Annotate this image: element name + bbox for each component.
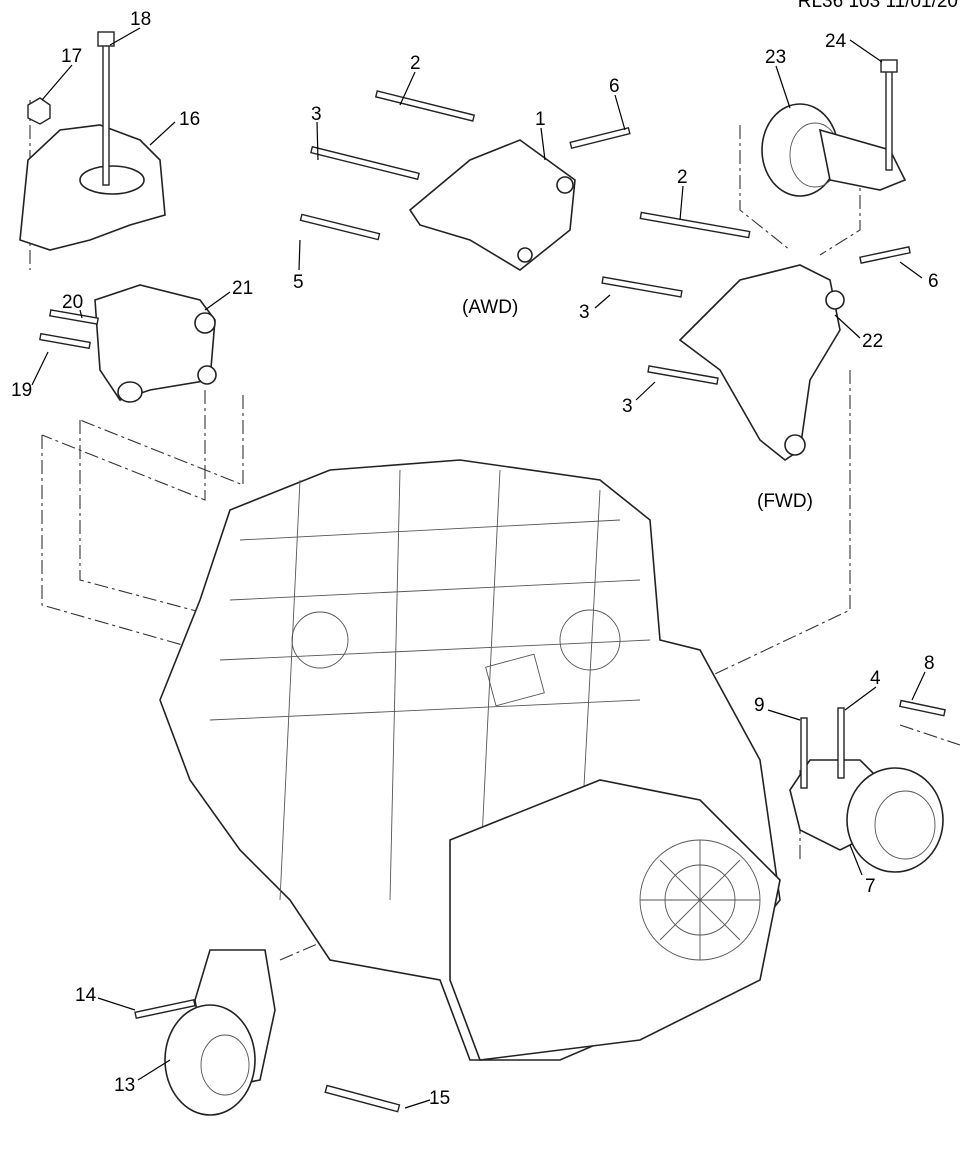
callout-14: 14 [75, 985, 97, 1006]
part-16-mount [19, 31, 166, 251]
callout-9: 9 [754, 695, 765, 716]
callout-8: 8 [924, 653, 935, 674]
callout-1: 1 [535, 109, 546, 130]
leader-lines [31, 27, 926, 1109]
callout-3: 3 [579, 302, 590, 323]
callout-4: 4 [870, 668, 881, 689]
part-22-fwd-bracket [601, 211, 911, 461]
callout-23: 23 [765, 47, 786, 68]
part-13-mount [134, 949, 401, 1116]
callout-13: 13 [114, 1075, 135, 1096]
figure-reference: RL36 103 11/01/20 [797, 0, 958, 12]
callout-19: 19 [11, 380, 32, 401]
callout-24: 24 [825, 31, 847, 52]
part-23-mount [761, 59, 907, 197]
part-7-mount [789, 699, 946, 873]
callout-3: 3 [622, 396, 633, 417]
variant-label-awd: (AWD) [462, 297, 518, 318]
callout-17: 17 [61, 46, 82, 67]
engine-assembly [159, 459, 781, 1061]
callout-22: 22 [862, 331, 883, 352]
callout-6: 6 [928, 271, 939, 292]
callout-2: 2 [677, 167, 688, 188]
callout-3: 3 [311, 104, 322, 125]
callout-2: 2 [410, 53, 421, 74]
callout-6: 6 [609, 76, 620, 97]
part-21-bracket [39, 284, 217, 403]
callout-5: 5 [293, 272, 304, 293]
variant-label-fwd: (FWD) [757, 491, 813, 512]
callout-18: 18 [130, 9, 151, 30]
part-1-awd-bracket [299, 90, 631, 271]
callouts: 18 17 16 2 6 3 1 5 23 24 2 6 3 22 3 20 2… [11, 9, 939, 1109]
callout-16: 16 [179, 109, 200, 130]
callout-15: 15 [429, 1088, 450, 1109]
callout-7: 7 [865, 876, 876, 897]
callout-20: 20 [62, 292, 83, 313]
callout-21: 21 [232, 278, 253, 299]
